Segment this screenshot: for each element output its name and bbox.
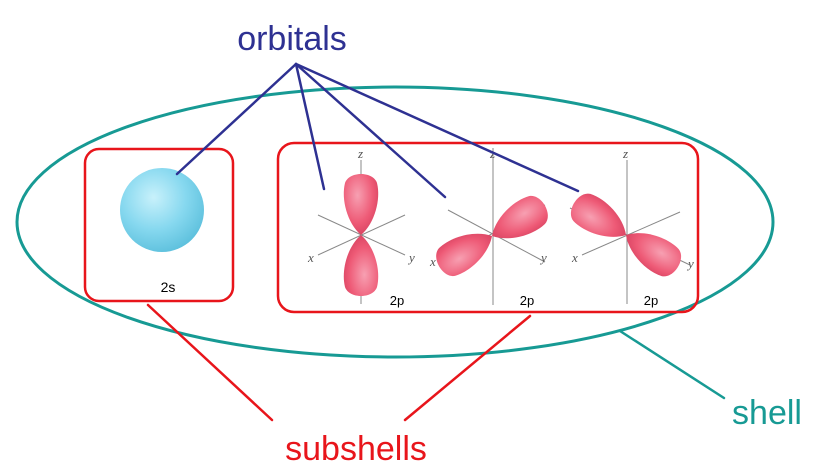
pointer-to-pz	[294, 62, 326, 191]
pointer-to-py	[294, 62, 580, 193]
p-orbital-label: 2p	[644, 293, 658, 308]
p-orbital-z: z x y 2p	[307, 146, 415, 308]
p-orbital-label: 2p	[390, 293, 404, 308]
pointer-to-s	[175, 62, 298, 176]
axis-x-label: x	[571, 250, 578, 265]
axis-y-label: y	[539, 250, 547, 265]
p-lobe-left	[565, 188, 636, 250]
subshell-p-box	[276, 141, 700, 314]
subshell-s-box	[83, 147, 235, 303]
s-orbital-label: 2s	[161, 279, 176, 295]
shell-ellipse	[15, 85, 775, 359]
pointer-to-px	[294, 62, 447, 199]
pointer-subshell-p	[403, 314, 532, 422]
axis-x-label: x	[307, 250, 314, 265]
s-orbital-sphere	[120, 168, 204, 252]
axis-z-label: z	[622, 146, 628, 161]
orbital-pointer-lines	[175, 62, 580, 199]
subshell-pointer-lines	[146, 303, 532, 422]
orbitals-label: orbitals	[237, 20, 347, 58]
axis-x	[581, 211, 681, 256]
shell-label: shell	[732, 394, 802, 432]
axis-x-label: x	[429, 254, 436, 269]
pointer-shell	[618, 329, 726, 400]
p-lobe-right	[483, 190, 554, 251]
pointer-subshell-s	[146, 303, 274, 422]
p-lobe-left	[430, 221, 501, 282]
subshells-label: subshells	[285, 430, 427, 468]
p-orbital-y: z x y 2p	[565, 146, 694, 308]
axis-y	[317, 214, 406, 256]
p-lobe-upper	[343, 174, 379, 235]
p-orbital-label: 2p	[520, 293, 534, 308]
axis-y-label: y	[686, 256, 694, 271]
axis-z-label: z	[357, 146, 363, 161]
axis-y-label: y	[407, 250, 415, 265]
p-lobe-lower	[343, 235, 379, 296]
